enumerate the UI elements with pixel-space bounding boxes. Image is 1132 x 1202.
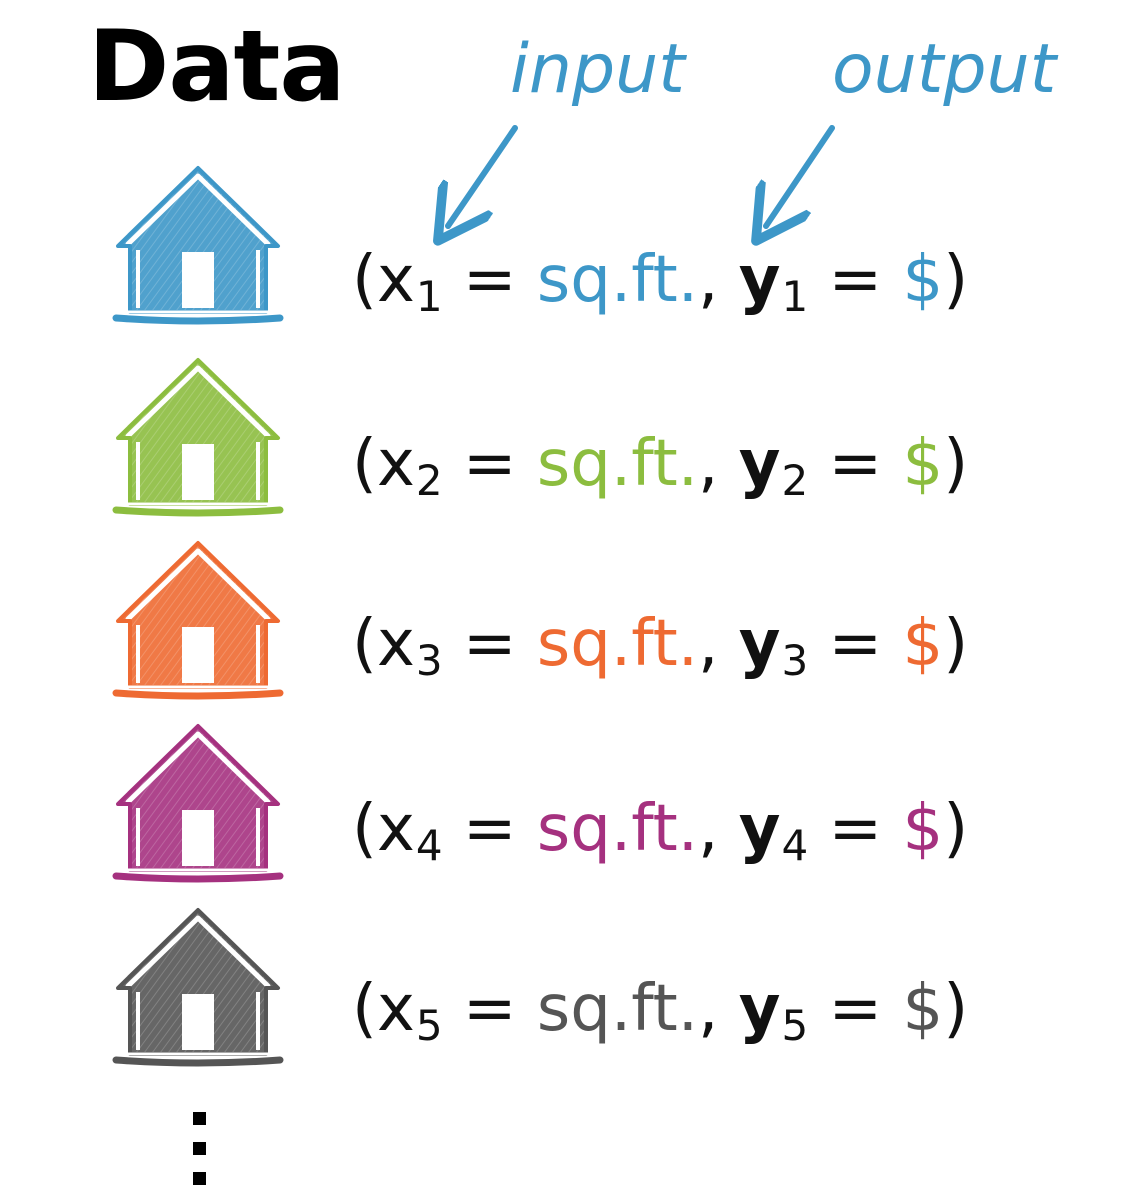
page-title: Data bbox=[88, 10, 345, 124]
y-subscript: 3 bbox=[781, 636, 809, 685]
input-arrow bbox=[448, 125, 518, 226]
y-value: $ bbox=[902, 792, 944, 866]
x-value: sq.ft. bbox=[536, 792, 699, 866]
x-var: x bbox=[376, 792, 415, 866]
x-subscript: 4 bbox=[415, 821, 443, 870]
house-icon bbox=[112, 724, 284, 883]
y-subscript: 2 bbox=[781, 456, 809, 505]
vertical-ellipsis bbox=[193, 1112, 207, 1202]
house-icon bbox=[112, 908, 284, 1067]
x-value: sq.ft. bbox=[536, 243, 699, 317]
output-label: output bbox=[832, 30, 1057, 109]
y-value: $ bbox=[902, 607, 944, 681]
ellipsis-dot bbox=[193, 1112, 206, 1125]
house-icon bbox=[112, 358, 284, 517]
y-var: y bbox=[738, 243, 781, 317]
y-subscript: 5 bbox=[781, 1001, 809, 1050]
data-row: (x5 = sq.ft., y5 = $) bbox=[352, 972, 969, 1050]
input-label: input bbox=[510, 30, 685, 109]
x-value: sq.ft. bbox=[536, 427, 699, 501]
y-subscript: 4 bbox=[781, 821, 809, 870]
x-value: sq.ft. bbox=[536, 972, 699, 1046]
x-var: x bbox=[376, 607, 415, 681]
data-row: (x4 = sq.ft., y4 = $) bbox=[352, 792, 969, 870]
x-value: sq.ft. bbox=[536, 607, 699, 681]
output-arrow bbox=[766, 125, 835, 226]
x-var: x bbox=[376, 243, 415, 317]
ellipsis-dot bbox=[193, 1172, 206, 1185]
house-icon bbox=[112, 541, 284, 700]
y-value: $ bbox=[902, 243, 944, 317]
y-value: $ bbox=[902, 972, 944, 1046]
y-var: y bbox=[738, 792, 781, 866]
x-var: x bbox=[376, 427, 415, 501]
data-row: (x2 = sq.ft., y2 = $) bbox=[352, 427, 969, 505]
y-var: y bbox=[738, 607, 781, 681]
y-var: y bbox=[738, 972, 781, 1046]
x-subscript: 3 bbox=[415, 636, 443, 685]
x-subscript: 2 bbox=[415, 456, 443, 505]
x-subscript: 1 bbox=[415, 272, 443, 321]
y-var: y bbox=[738, 427, 781, 501]
ellipsis-dot bbox=[193, 1142, 206, 1155]
house-icon bbox=[112, 166, 284, 325]
data-row: (x1 = sq.ft., y1 = $) bbox=[352, 243, 969, 321]
y-subscript: 1 bbox=[781, 272, 809, 321]
y-value: $ bbox=[902, 427, 944, 501]
data-row: (x3 = sq.ft., y3 = $) bbox=[352, 607, 969, 685]
x-subscript: 5 bbox=[415, 1001, 443, 1050]
x-var: x bbox=[376, 972, 415, 1046]
